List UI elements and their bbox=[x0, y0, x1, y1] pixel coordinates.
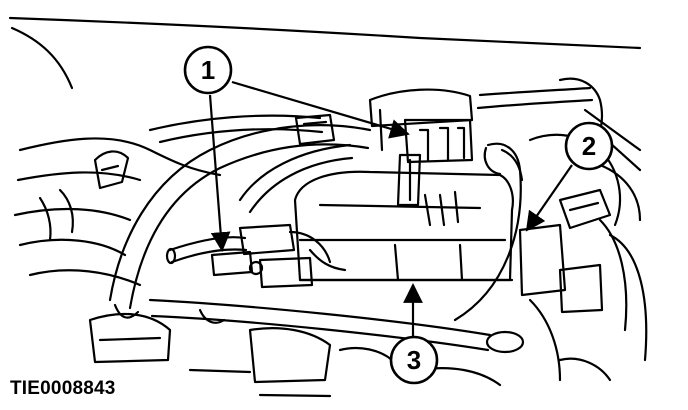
leader-1-to-connector bbox=[231, 80, 410, 139]
figure-reference-code: TIE0008843 bbox=[10, 378, 116, 399]
right-upper-harness bbox=[476, 77, 642, 230]
top-connector-cluster bbox=[368, 88, 474, 227]
left-curved-hose bbox=[108, 124, 372, 319]
callout-3: 3 bbox=[389, 335, 439, 385]
sensor-bracket bbox=[210, 223, 332, 289]
callout-2-label: 2 bbox=[582, 131, 596, 161]
right-vacuum-hose bbox=[453, 142, 524, 322]
leader-1-to-bracket bbox=[208, 94, 231, 252]
throttle-body-housing bbox=[293, 170, 514, 282]
left-wiring-harness bbox=[13, 137, 222, 287]
callout-2: 2 bbox=[564, 121, 614, 171]
right-side-components bbox=[518, 218, 648, 382]
hood-edge-lower-line bbox=[10, 26, 74, 90]
left-diagonal-hose bbox=[165, 236, 248, 265]
callout-1-label: 1 bbox=[201, 55, 215, 85]
leader-2-to-fitting bbox=[525, 164, 573, 232]
hood-edge-line bbox=[8, 16, 642, 50]
callout-3-label: 3 bbox=[407, 345, 421, 375]
callout-leaders bbox=[208, 80, 573, 338]
lower-cross-pipe bbox=[148, 298, 525, 354]
upper-harness-strands bbox=[148, 113, 354, 214]
lower-engine-parts bbox=[88, 312, 612, 398]
callout-1: 1 bbox=[183, 45, 233, 95]
